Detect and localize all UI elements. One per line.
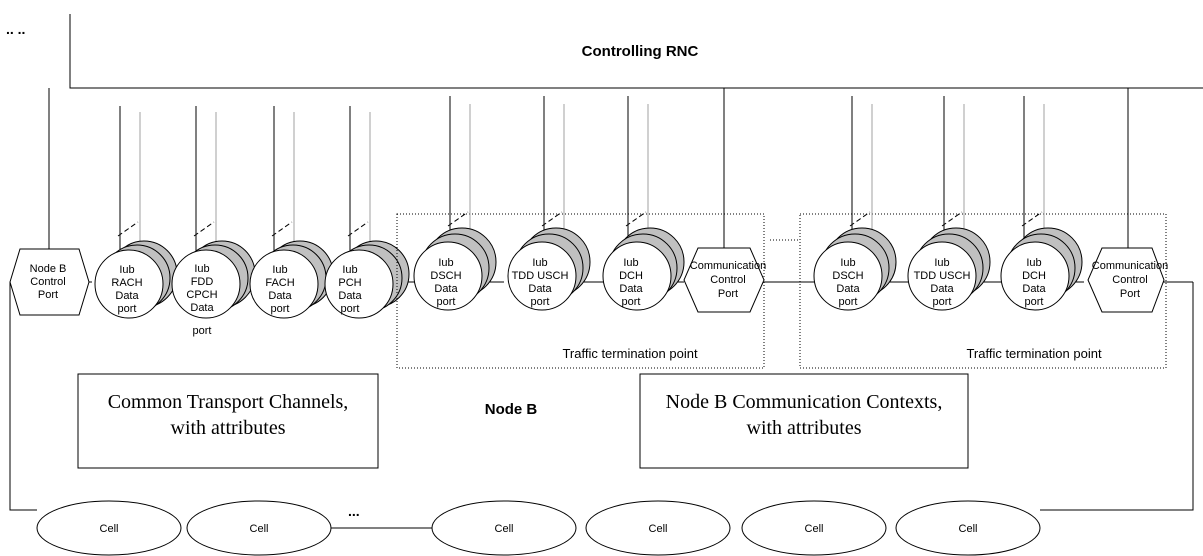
port-iub-rach: Iub RACH Data port bbox=[94, 106, 178, 319]
common-box-line-1: Common Transport Channels, bbox=[108, 391, 349, 413]
traffic-termination-point-1-boundary bbox=[396, 213, 765, 369]
node-b-label: Node B bbox=[485, 401, 538, 418]
dch-2-port-line-4: port bbox=[1025, 296, 1044, 308]
port-iub-dch-2: Iub DCH Data port bbox=[1000, 96, 1083, 311]
port-iub-tdd-usch-2: Iub TDD USCH Data port bbox=[907, 96, 991, 311]
cell-6-label: Cell bbox=[959, 523, 978, 535]
cell-3-label: Cell bbox=[495, 523, 514, 535]
communication-contexts-box bbox=[639, 373, 969, 469]
cell-1-label: Cell bbox=[100, 523, 119, 535]
comm-control-2-line-3: Port bbox=[1120, 288, 1140, 300]
cell-1 bbox=[36, 500, 182, 556]
comm-control-1-line-2: Control bbox=[710, 274, 745, 286]
dsch-1-port-line-3: Data bbox=[434, 283, 458, 295]
traffic-termination-point-1-label: Traffic termination point bbox=[562, 346, 698, 361]
communication-control-port-1: Communication Control Port bbox=[683, 88, 766, 313]
port-iub-dch-1: Iub DCH Data port bbox=[602, 96, 685, 311]
dsch-2-port-line-1: Iub bbox=[840, 257, 855, 269]
pch-port-line-2: PCH bbox=[338, 277, 361, 289]
fdd-cpch-port-line-2: FDD bbox=[191, 276, 214, 288]
dsch-2-port-line-4: port bbox=[839, 296, 858, 308]
comm-control-2-line-1: Communication bbox=[1092, 260, 1168, 272]
tdd-usch-1-port-line-3: Data bbox=[528, 283, 552, 295]
fach-port-line-2: FACH bbox=[265, 277, 294, 289]
pch-port-line-3: Data bbox=[338, 290, 362, 302]
fach-port-line-3: Data bbox=[268, 290, 292, 302]
rach-port-line-1: Iub bbox=[119, 264, 134, 276]
pch-port-line-4: port bbox=[341, 303, 360, 315]
cell-4-label: Cell bbox=[649, 523, 668, 535]
common-transport-channels-box bbox=[77, 373, 379, 469]
cell-3 bbox=[431, 500, 577, 556]
tdd-usch-2-port-line-2: TDD USCH bbox=[914, 270, 971, 282]
tdd-usch-1-port-line-4: port bbox=[531, 296, 550, 308]
port-iub-fach: Iub FACH Data port bbox=[249, 106, 334, 319]
rach-port-line-2: RACH bbox=[111, 277, 142, 289]
node-b-boundary-left bbox=[9, 282, 37, 511]
node-b-control-port-line-2: Control bbox=[30, 276, 65, 288]
dch-2-port-line-2: DCH bbox=[1022, 270, 1046, 282]
rach-port-line-3: Data bbox=[115, 290, 139, 302]
contexts-box-line-2: with attributes bbox=[747, 417, 862, 439]
tdd-usch-2-port-line-4: port bbox=[933, 296, 952, 308]
cell-6 bbox=[895, 500, 1041, 556]
dsch-1-port-line-2: DSCH bbox=[430, 270, 461, 282]
dch-2-port-line-1: Iub bbox=[1026, 257, 1041, 269]
port-iub-fdd-cpch: Iub FDD CPCH Data port bbox=[171, 106, 256, 337]
rnc-title: Controlling RNC bbox=[582, 43, 699, 60]
tdd-usch-1-port-line-1: Iub bbox=[532, 257, 547, 269]
pch-port-line-1: Iub bbox=[342, 264, 357, 276]
rnc-boundary bbox=[69, 14, 1203, 89]
cells-ellipsis: ... bbox=[348, 503, 360, 519]
port-iub-dsch-2: Iub DSCH Data port bbox=[813, 96, 897, 311]
node-b-control-port: Node B Control Port bbox=[9, 88, 90, 316]
port-iub-dsch-1: Iub DSCH Data port bbox=[413, 96, 497, 311]
dsch-2-port-line-3: Data bbox=[836, 283, 860, 295]
communication-control-port-2: Communication Control Port bbox=[1087, 88, 1168, 313]
fach-port-line-1: Iub bbox=[272, 264, 287, 276]
node-b-boundary-right bbox=[1040, 282, 1194, 511]
tdd-usch-1-port-line-2: TDD USCH bbox=[512, 270, 569, 282]
cell-5 bbox=[741, 500, 887, 556]
dch-1-port-line-3: Data bbox=[619, 283, 643, 295]
fdd-cpch-port-line-4: Data bbox=[190, 302, 214, 314]
fdd-cpch-port-line-1: Iub bbox=[194, 263, 209, 275]
dsch-1-port-line-4: port bbox=[437, 296, 456, 308]
dsch-2-port-line-2: DSCH bbox=[832, 270, 863, 282]
cell-2-label: Cell bbox=[250, 523, 269, 535]
port-iub-tdd-usch-1: Iub TDD USCH Data port bbox=[507, 96, 591, 311]
fach-port-line-4: port bbox=[271, 303, 290, 315]
rach-port-line-4: port bbox=[118, 303, 137, 315]
cell-row: Cell Cell ... Cell Cell Cell Cell bbox=[36, 500, 1041, 556]
traffic-termination-point-2-label: Traffic termination point bbox=[966, 346, 1102, 361]
fdd-cpch-port-line-3: CPCH bbox=[186, 289, 217, 301]
port-iub-pch: Iub PCH Data port bbox=[324, 106, 410, 319]
contexts-box-line-1: Node B Communication Contexts, bbox=[666, 391, 943, 413]
dch-2-port-line-3: Data bbox=[1022, 283, 1046, 295]
comm-control-1-line-3: Port bbox=[718, 288, 738, 300]
dch-1-port-line-4: port bbox=[622, 296, 641, 308]
node-b-control-port-line-1: Node B bbox=[30, 263, 67, 275]
tdd-usch-2-port-line-1: Iub bbox=[934, 257, 949, 269]
cell-4 bbox=[585, 500, 731, 556]
traffic-termination-point-2-boundary bbox=[799, 213, 1167, 369]
top-left-dots: .. .. bbox=[6, 21, 25, 37]
fdd-cpch-port-line-5: port bbox=[193, 325, 212, 337]
comm-control-1-line-1: Communication bbox=[690, 260, 766, 272]
dch-1-port-line-2: DCH bbox=[619, 270, 643, 282]
cell-5-label: Cell bbox=[805, 523, 824, 535]
node-b-control-port-line-3: Port bbox=[38, 289, 58, 301]
dch-1-port-line-1: Iub bbox=[623, 257, 638, 269]
comm-control-2-line-2: Control bbox=[1112, 274, 1147, 286]
common-box-line-2: with attributes bbox=[171, 417, 286, 439]
tdd-usch-2-port-line-3: Data bbox=[930, 283, 954, 295]
dsch-1-port-line-1: Iub bbox=[438, 257, 453, 269]
